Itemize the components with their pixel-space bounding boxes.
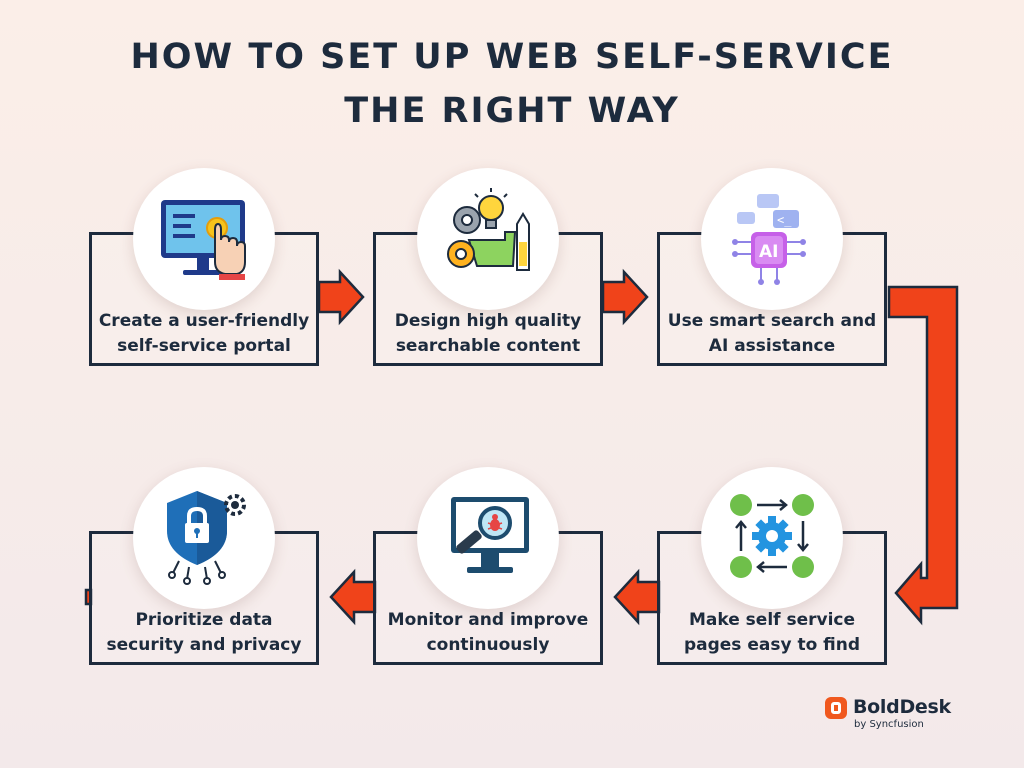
step-label: Design high quality searchable content bbox=[394, 311, 582, 356]
bolddesk-logo-icon bbox=[825, 697, 847, 719]
brand-name: BoldDesk bbox=[853, 696, 951, 718]
svg-text:<_: <_ bbox=[777, 213, 792, 227]
arrow-right-2 bbox=[601, 268, 649, 326]
icon-circle bbox=[417, 467, 559, 609]
icon-circle bbox=[133, 467, 275, 609]
step-design-content: Design high quality searchable content bbox=[373, 168, 603, 366]
touch-screen-icon bbox=[161, 200, 246, 280]
brand-logo: BoldDesk by Syncfusion bbox=[825, 694, 965, 734]
step-label: Monitor and improve continuously bbox=[387, 610, 589, 655]
svg-text:AI: AI bbox=[759, 242, 778, 262]
step-label: Create a user-friendly self-service port… bbox=[98, 311, 310, 356]
icon-circle bbox=[701, 467, 843, 609]
title-line-2: THE RIGHT WAY bbox=[344, 91, 680, 131]
arrow-left-2 bbox=[329, 568, 377, 626]
page-title: HOW TO SET UP WEB SELF-SERVICE THE RIGHT… bbox=[0, 30, 1024, 138]
ai-chip-icon: <_ AI bbox=[732, 194, 806, 285]
monitor-bug-search-icon bbox=[451, 497, 529, 573]
step-create-portal: Create a user-friendly self-service port… bbox=[89, 168, 319, 366]
icon-circle bbox=[133, 168, 275, 310]
arrow-right-1 bbox=[317, 268, 365, 326]
icon-circle: <_ AI bbox=[701, 168, 843, 310]
step-label: Prioritize data security and privacy bbox=[106, 610, 302, 655]
step-label: Use smart search and AI assistance bbox=[667, 311, 877, 356]
loop-connector bbox=[887, 285, 959, 626]
security-shield-lock-icon bbox=[167, 491, 246, 585]
icon-circle bbox=[417, 168, 559, 310]
title-line-1: HOW TO SET UP WEB SELF-SERVICE bbox=[130, 37, 894, 77]
workflow-gear-icon bbox=[730, 494, 814, 578]
step-security-privacy: Prioritize data security and privacy bbox=[89, 467, 319, 665]
brand-subtitle: by Syncfusion bbox=[854, 719, 924, 730]
step-easy-to-find: Make self service pages easy to find bbox=[657, 467, 887, 665]
step-smart-search: <_ AI Use smart search and AI assistance bbox=[657, 168, 887, 366]
step-label: Make self service pages easy to find bbox=[683, 610, 861, 655]
arrow-left-1 bbox=[613, 568, 661, 626]
lightbulb-gears-icon bbox=[447, 188, 530, 271]
step-monitor-improve: Monitor and improve continuously bbox=[373, 467, 603, 665]
